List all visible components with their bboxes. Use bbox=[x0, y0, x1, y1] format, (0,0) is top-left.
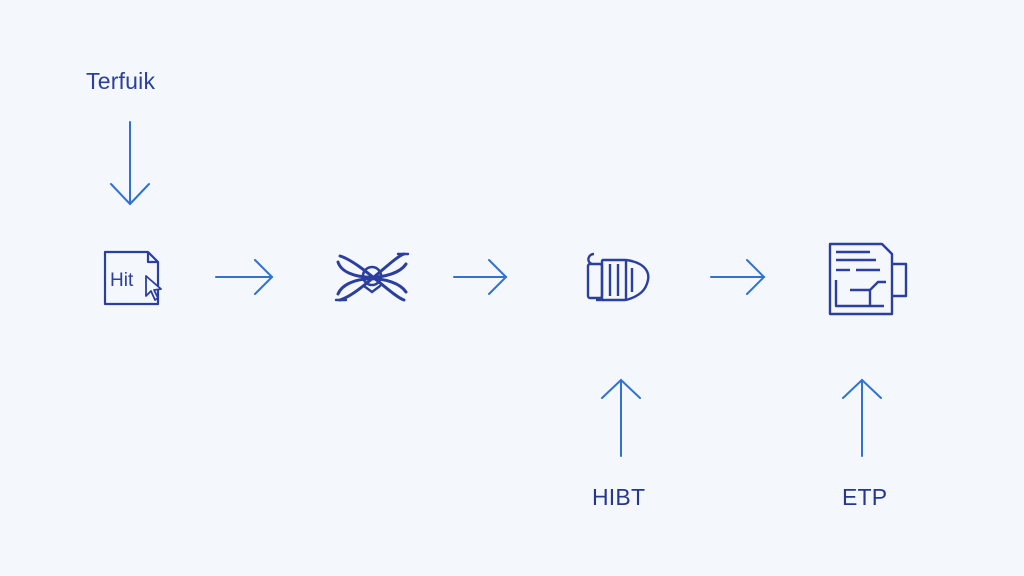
hit-node-text: Hit bbox=[110, 270, 134, 291]
input-label: Terfuik bbox=[86, 68, 156, 94]
machine-plug-icon bbox=[586, 252, 650, 302]
arrow-up-from-hibt bbox=[601, 378, 641, 457]
document-cursor-icon: Hit bbox=[103, 250, 162, 306]
arrow-right-1 bbox=[215, 259, 274, 295]
arrow-right-2 bbox=[453, 259, 508, 295]
document-chart-icon bbox=[828, 242, 908, 316]
arrow-down-into-hit bbox=[110, 121, 150, 206]
atom-exchange-icon bbox=[334, 252, 410, 302]
arrow-up-from-etp bbox=[842, 378, 882, 457]
hibt-label: HIBT bbox=[592, 484, 646, 510]
etp-label: ETP bbox=[842, 484, 888, 510]
arrow-right-3 bbox=[710, 259, 766, 295]
